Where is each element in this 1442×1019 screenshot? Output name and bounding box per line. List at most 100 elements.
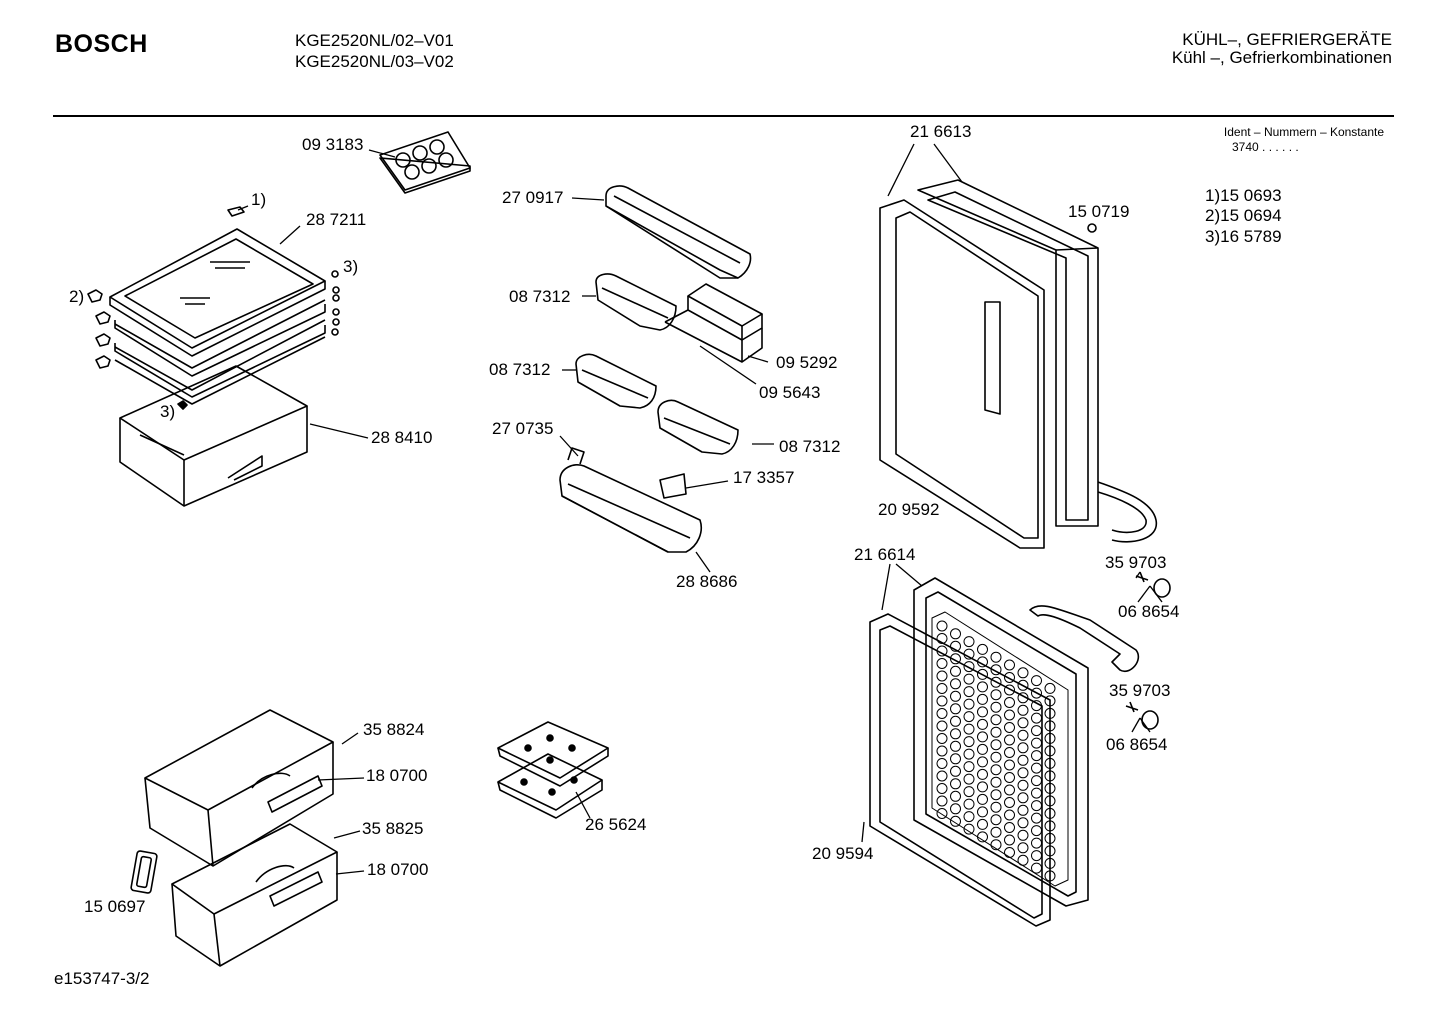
freezer-cell: [963, 661, 975, 673]
part-173357: 17 3357: [733, 468, 795, 487]
drawing-id: e153747-3/2: [54, 969, 150, 988]
freezer-cell: [977, 781, 988, 793]
freezer-cell: [1017, 717, 1029, 729]
freezer-cell: [990, 839, 1002, 851]
freezer-cell: [990, 714, 1002, 726]
freezer-cell: [1017, 842, 1029, 854]
ref-marker-3-lower: 3): [160, 402, 176, 421]
freezer-cell: [977, 806, 988, 818]
ident-ref-1: 1)15 0693: [1205, 186, 1282, 205]
freezer-cell: [1031, 712, 1042, 724]
freezer-cell: [936, 770, 948, 782]
freezer-cell: [936, 708, 948, 719]
part-359703-lower: 35 9703: [1109, 681, 1171, 700]
freezer-cell: [1031, 812, 1042, 824]
part-270917: 27 0917: [502, 188, 564, 207]
freezer-cell: [1017, 779, 1029, 791]
freezer-cell: [1031, 687, 1042, 699]
egg-tray: [379, 131, 471, 194]
part-068654-lower: 06 8654: [1106, 735, 1168, 754]
freezer-cell: [963, 698, 975, 710]
freezer-cell: [990, 676, 1002, 688]
freezer-cell: [936, 808, 948, 819]
freezer-cell: [977, 706, 988, 718]
freezer-cell: [977, 668, 988, 680]
part-180700-upper: 18 0700: [366, 766, 428, 785]
freezer-cell: [1004, 772, 1015, 783]
freezer-cell: [1031, 850, 1042, 862]
freezer-cell: [1017, 767, 1029, 779]
freezer-cell: [977, 693, 988, 705]
part-087312-upper: 08 7312: [509, 287, 571, 306]
freezer-cell: [963, 823, 975, 835]
freezer-cell: [990, 739, 1002, 751]
freezer-cell: [1031, 675, 1042, 687]
ice-packs: [497, 721, 609, 819]
freezer-cell: [1004, 784, 1015, 796]
freezer-cell: [1017, 679, 1029, 691]
freezer-cell: [1004, 709, 1015, 721]
freezer-drawer-lower: [171, 823, 338, 967]
freezer-cell: [977, 818, 988, 830]
freezer-cell: [1004, 847, 1015, 858]
freezer-cell: [990, 664, 1002, 676]
freezer-cell: [990, 826, 1002, 838]
part-287211: 28 7211: [306, 210, 367, 229]
door-stop-cap: [1087, 223, 1097, 233]
freezer-cell: [936, 670, 948, 682]
freezer-cell: [936, 783, 948, 794]
freezer-cell: [977, 743, 988, 755]
part-095292: 09 5292: [776, 353, 838, 372]
freezer-cell: [936, 695, 948, 707]
freezer-cell: [977, 718, 988, 730]
part-150697: 15 0697: [84, 897, 146, 916]
freezer-cell: [977, 831, 988, 843]
freezer-cell: [1044, 682, 1056, 694]
door-shelf-small-1: [595, 273, 677, 331]
freezer-cell: [1017, 854, 1029, 866]
freezer-cell: [963, 636, 975, 648]
part-093183: 09 3183: [302, 135, 364, 154]
freezer-cell: [1004, 672, 1015, 683]
leader-lines: [237, 143, 1163, 875]
freezer-cell: [1004, 834, 1015, 846]
freezer-cell: [950, 665, 961, 677]
freezer-cell: [963, 798, 975, 810]
freezer-cell: [1017, 667, 1029, 679]
model-number-2: KGE2520NL/03–V02: [295, 52, 454, 71]
door-rack-top: [605, 185, 752, 279]
part-216613: 21 6613: [910, 122, 972, 141]
freezer-cell: [950, 790, 961, 802]
freezer-cell: [1031, 800, 1042, 812]
brand-logo: BOSCH: [55, 30, 148, 58]
freezer-cell: [1017, 704, 1029, 716]
freezer-cell: [963, 811, 975, 823]
freezer-cell: [1031, 825, 1042, 837]
freezer-cell: [990, 651, 1002, 663]
freezer-cell: [950, 715, 961, 727]
door-shelf-small-2: [575, 353, 657, 409]
freezer-cell: [990, 689, 1002, 701]
door-shelf-small-3: [657, 399, 739, 455]
freezer-cell: [1004, 809, 1015, 821]
freezer-cell: [963, 673, 975, 685]
freezer-cell: [963, 711, 975, 723]
freezer-cell: [963, 736, 975, 748]
freezer-cell: [950, 728, 961, 740]
part-288410: 28 8410: [371, 428, 433, 447]
freezer-cell: [963, 686, 975, 698]
drawer-label-frame: [130, 850, 158, 894]
freezer-cell: [936, 683, 948, 694]
freezer-cell: [1004, 759, 1015, 771]
freezer-cell: [950, 753, 961, 765]
freezer-cell-pattern: [931, 611, 1069, 887]
freezer-cell: [990, 764, 1002, 776]
part-087312-middle: 08 7312: [489, 360, 551, 379]
part-180700-lower: 18 0700: [367, 860, 429, 879]
freezer-cell: [1004, 747, 1015, 758]
part-216614: 21 6614: [854, 545, 916, 564]
freezer-cell: [1004, 797, 1015, 808]
freezer-cell: [950, 778, 961, 790]
freezer-cell: [1017, 742, 1029, 754]
freezer-cell: [936, 795, 948, 807]
